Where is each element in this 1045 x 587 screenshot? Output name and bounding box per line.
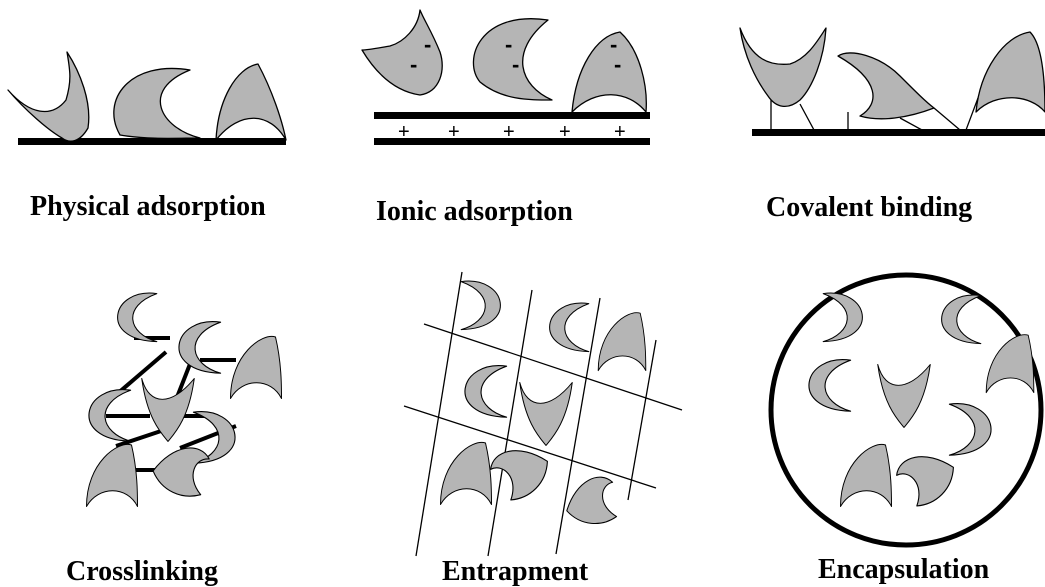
enzyme-shape <box>114 68 200 138</box>
positive-charge: + <box>448 121 460 143</box>
label-entrapment: Entrapment <box>442 556 589 587</box>
enzyme-shape <box>87 444 138 506</box>
positive-charge: + <box>398 121 410 143</box>
covalent-link <box>934 108 960 130</box>
enzyme-shape <box>465 366 507 418</box>
panel-ionic-adsorption: - - - - - - + + + + + Ionic adsorption <box>362 10 650 227</box>
enzyme-shape <box>179 322 221 374</box>
panel-crosslinking: Crosslinking <box>66 293 282 587</box>
panel-physical-adsorption: Physical adsorption <box>8 52 286 222</box>
enzyme-shape <box>142 379 195 442</box>
enzyme-shape <box>441 442 492 504</box>
covalent-link <box>966 98 978 130</box>
support-surface <box>374 112 650 119</box>
panel-covalent-binding: Covalent binding <box>740 28 1045 223</box>
matrix-strand <box>416 272 462 556</box>
support-surface <box>752 129 1045 136</box>
positive-charge: + <box>614 121 626 143</box>
label-covalent-binding: Covalent binding <box>766 192 972 223</box>
enzyme-shape <box>740 28 826 106</box>
enzyme-shape <box>598 313 646 371</box>
positive-charge: + <box>559 121 571 143</box>
panel-entrapment: Entrapment <box>404 272 682 587</box>
label-ionic-adsorption: Ionic adsorption <box>376 196 573 227</box>
label-physical-adsorption: Physical adsorption <box>30 191 266 222</box>
panel-encapsulation: Encapsulation <box>771 275 1041 585</box>
enzyme-shape <box>8 52 89 141</box>
enzyme-shape <box>520 383 573 446</box>
enzyme-shape <box>487 440 556 504</box>
negative-charge: - <box>614 52 621 77</box>
negative-charge: - <box>512 52 519 77</box>
enzyme-shape <box>461 281 500 330</box>
covalent-link <box>900 118 922 130</box>
label-encapsulation: Encapsulation <box>818 554 990 585</box>
enzyme-shape <box>216 64 286 140</box>
support-surface <box>18 138 286 145</box>
enzyme-shape <box>976 32 1045 112</box>
enzyme-shape <box>550 303 589 352</box>
matrix-strand <box>488 290 532 556</box>
covalent-link <box>800 104 814 130</box>
positive-charge: + <box>503 121 515 143</box>
negative-charge: - <box>424 32 431 57</box>
enzyme-shape <box>231 336 282 398</box>
label-crosslinking: Crosslinking <box>66 556 218 587</box>
enzyme-shape <box>559 472 624 533</box>
enzyme-shape <box>838 53 934 119</box>
enzyme-shape <box>153 448 209 496</box>
negative-charge: - <box>410 52 417 77</box>
enzyme-shape <box>118 293 157 342</box>
